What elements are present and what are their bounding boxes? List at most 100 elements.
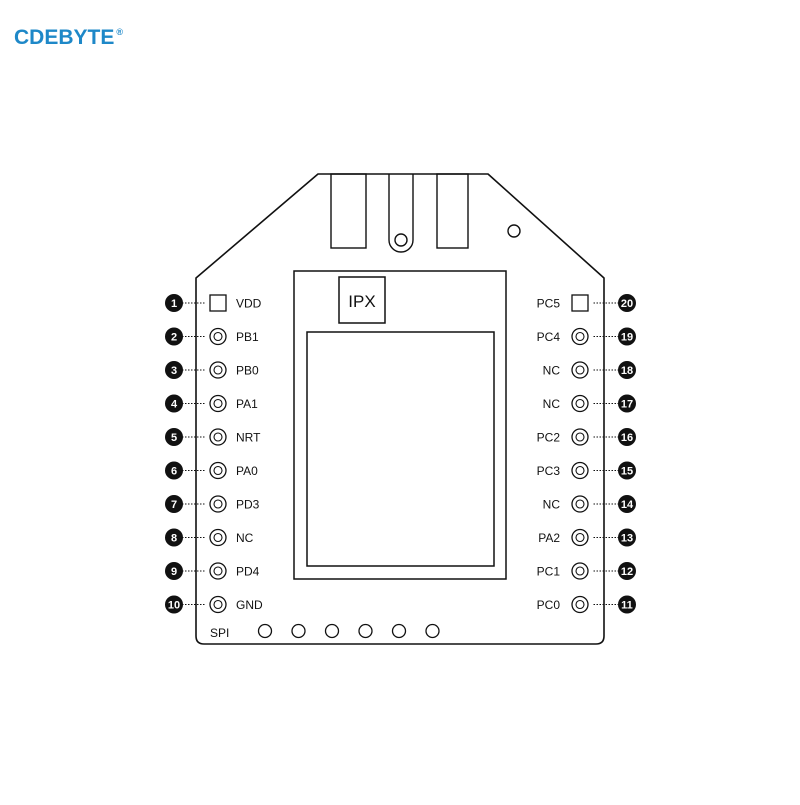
pin-number: 3 <box>171 365 177 377</box>
pin-label: GND <box>236 598 263 612</box>
pin-label: PA0 <box>236 464 258 478</box>
round-pad <box>571 562 589 580</box>
spi-pad <box>257 623 273 639</box>
pin-number-badge <box>618 327 636 346</box>
mounting-hole <box>507 224 521 238</box>
pin-label: PA2 <box>538 531 560 545</box>
pin-label: PD4 <box>236 565 260 579</box>
pad-hole <box>575 566 585 576</box>
pad-hole <box>213 365 223 375</box>
pad-hole <box>575 398 585 409</box>
pin-number-badge <box>618 595 636 614</box>
pin-14: 14 NC <box>543 495 636 513</box>
square-pad <box>571 294 589 312</box>
pad-hole <box>575 432 585 442</box>
pin-number: 18 <box>621 365 633 377</box>
pin-number-badge <box>618 562 636 580</box>
pin-1: 1 VDD <box>165 294 262 312</box>
pin-number: 6 <box>171 466 177 478</box>
pin-number: 14 <box>621 499 634 511</box>
antenna-pad-left <box>330 173 367 249</box>
round-pad <box>209 595 227 614</box>
antenna-area <box>330 173 521 253</box>
pin-number-badge <box>165 327 183 346</box>
round-pad <box>571 428 589 446</box>
spi-pad <box>425 623 440 639</box>
square-pad <box>209 294 227 312</box>
antenna-feed-hole <box>394 233 408 247</box>
spi-pad <box>391 623 407 639</box>
pin-label: PA1 <box>236 397 258 411</box>
pin-label: PB0 <box>236 364 259 378</box>
pin-3: 3 PB0 <box>165 361 259 379</box>
pin-number-badge <box>165 595 183 614</box>
spi-pads: SPI <box>210 623 440 640</box>
pin-number: 20 <box>621 298 633 310</box>
pad-hole <box>575 499 585 509</box>
board-outline <box>195 173 605 645</box>
round-pad <box>209 327 227 346</box>
pin-label: NC <box>543 397 561 411</box>
pin-number-badge <box>165 495 183 513</box>
pin-number: 12 <box>621 566 633 578</box>
pad-hole <box>213 532 223 543</box>
pin-label: PC2 <box>537 431 561 445</box>
pin-number: 1 <box>171 298 177 310</box>
pin-number-badge <box>618 361 636 379</box>
pin-number-badge <box>618 428 636 446</box>
pin-number-badge <box>618 294 636 312</box>
pin-label: PC4 <box>537 330 561 344</box>
brand-registered-mark: ® <box>116 27 123 37</box>
pin-number: 16 <box>621 432 633 444</box>
pin-number: 15 <box>621 466 633 478</box>
shield-outer <box>293 270 507 580</box>
pin-label: NC <box>543 498 561 512</box>
pin-17: 17 NC <box>543 394 636 413</box>
pin-number-badge <box>165 528 183 547</box>
pad-hole <box>213 331 223 342</box>
pin-label: PC1 <box>537 565 561 579</box>
round-pad <box>571 327 589 346</box>
pin-number: 17 <box>621 399 633 411</box>
pin-number: 2 <box>171 332 177 344</box>
brand-name: CDEBYTE <box>14 26 114 49</box>
pin-16: 16 PC2 <box>537 428 636 446</box>
round-pad <box>209 394 227 413</box>
antenna-pad-right <box>436 173 469 249</box>
round-pad <box>571 595 589 614</box>
round-pad <box>209 361 227 379</box>
round-pad <box>209 528 227 547</box>
spi-pad <box>358 623 373 639</box>
pin-number-badge <box>165 562 183 580</box>
round-pad <box>571 361 589 379</box>
pin-label: PC0 <box>537 598 561 612</box>
pad-hole <box>213 499 223 509</box>
pad-hole <box>575 331 585 342</box>
rf-shield: IPX <box>293 270 507 580</box>
pad-hole <box>575 532 585 543</box>
pin-label: VDD <box>236 297 262 311</box>
ipx-label: IPX <box>348 292 375 311</box>
spi-pad <box>324 623 340 639</box>
pin-12: 12 PC1 <box>537 562 636 580</box>
round-pad <box>571 394 589 413</box>
pin-number-badge <box>618 394 636 413</box>
pin-number: 9 <box>171 566 177 578</box>
pin-number: 13 <box>621 533 633 545</box>
ipx-connector <box>338 276 386 324</box>
spi-pad <box>291 623 306 639</box>
round-pad <box>209 428 227 446</box>
pin-9: 9 PD4 <box>165 562 260 580</box>
pin-number-badge <box>165 461 183 480</box>
pin-number: 10 <box>168 600 180 612</box>
